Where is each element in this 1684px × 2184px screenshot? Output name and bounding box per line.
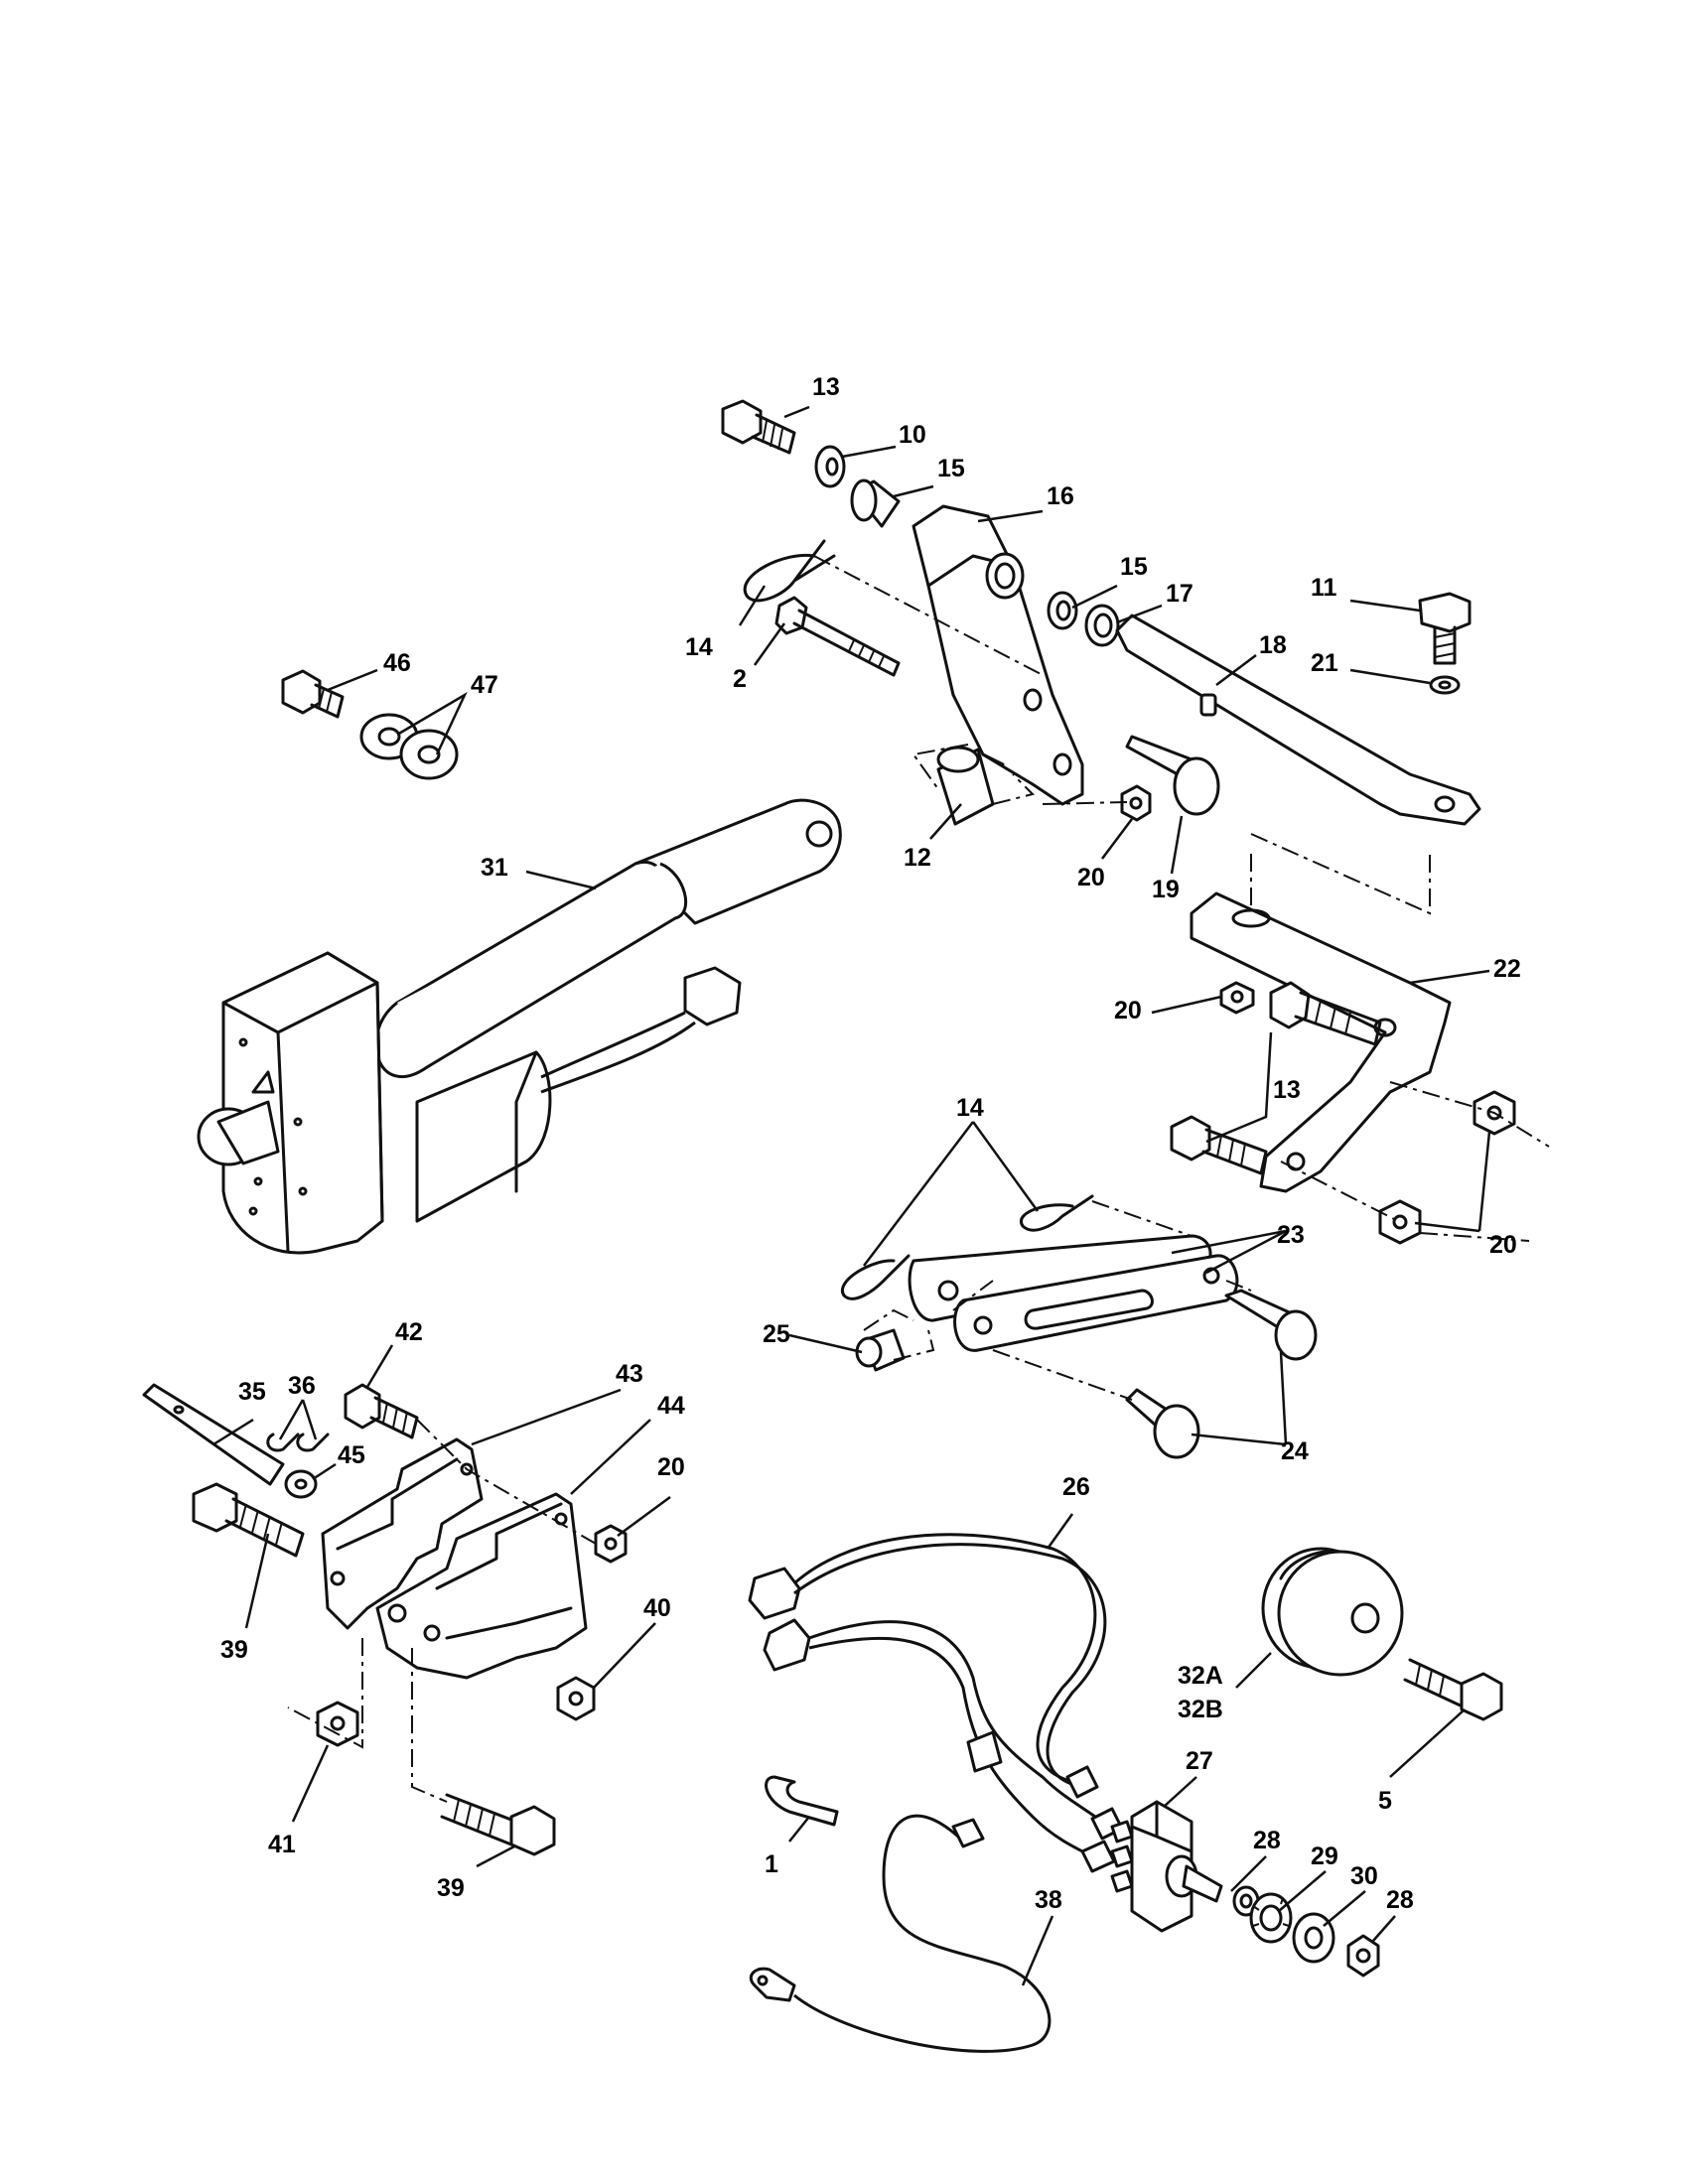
- callout-25: 25: [763, 1320, 790, 1348]
- bracket-43: [321, 1437, 484, 1630]
- bracket-44: [375, 1492, 588, 1680]
- callout-5: 5: [1378, 1787, 1392, 1815]
- callout-27: 27: [1186, 1747, 1213, 1775]
- arm-16: [912, 504, 1084, 806]
- spacer-25: [855, 1328, 906, 1372]
- washer-45: [284, 1469, 318, 1499]
- bolt-5: [1403, 1658, 1503, 1721]
- callout-41: 41: [268, 1831, 296, 1858]
- callout-11: 11: [1311, 574, 1337, 602]
- lock-washer-29: [1249, 1892, 1293, 1944]
- callout-20-b: 20: [1114, 997, 1142, 1024]
- washer-47-b: [399, 729, 459, 780]
- callout-47: 47: [471, 671, 498, 699]
- callout-39-top: 39: [220, 1636, 248, 1664]
- callout-19: 19: [1152, 876, 1180, 903]
- bolt-39-top: [192, 1482, 305, 1558]
- callout-38: 38: [1035, 1886, 1062, 1914]
- callout-12: 12: [904, 844, 931, 872]
- callout-28-a: 28: [1253, 1827, 1281, 1854]
- callout-2: 2: [733, 665, 747, 693]
- nut-20-d: [1378, 1199, 1422, 1245]
- bushing-15-right: [1047, 591, 1078, 630]
- callout-28-b: 28: [1386, 1886, 1414, 1914]
- washer-17: [1084, 604, 1120, 647]
- callout-1: 1: [765, 1850, 778, 1878]
- link-plate-23-front: [953, 1254, 1239, 1352]
- bolt-13-top: [721, 399, 796, 455]
- clip-14-left: [840, 1254, 911, 1300]
- callout-20-a: 20: [1077, 864, 1105, 891]
- callout-14-top: 14: [685, 633, 713, 661]
- clip-14-right: [1019, 1194, 1094, 1232]
- clip-1: [765, 1775, 839, 1827]
- callout-31: 31: [481, 854, 508, 882]
- callout-23: 23: [1277, 1221, 1305, 1249]
- bolt-11: [1418, 592, 1472, 665]
- callout-16: 16: [1047, 482, 1074, 510]
- toggle-switch-27: [1110, 1800, 1223, 1933]
- callout-36: 36: [288, 1372, 316, 1400]
- nut-41: [316, 1701, 359, 1747]
- callout-24: 24: [1281, 1437, 1309, 1465]
- callout-32b: 32B: [1178, 1696, 1223, 1723]
- bolt-46: [281, 669, 345, 719]
- callout-14-plates: 14: [956, 1094, 984, 1122]
- callout-40: 40: [643, 1594, 671, 1622]
- bolt-13-bracket: [1269, 981, 1382, 1046]
- callout-35: 35: [238, 1378, 266, 1406]
- callout-30: 30: [1350, 1862, 1378, 1890]
- mount-32: [1261, 1547, 1404, 1677]
- bracket-22: [1190, 891, 1452, 1193]
- nut-28-b: [1346, 1934, 1380, 1978]
- actuator-31: [197, 798, 842, 1255]
- bolt-2: [774, 596, 901, 677]
- nut-20-a: [1120, 784, 1152, 822]
- callout-46: 46: [383, 649, 411, 677]
- callout-42: 42: [395, 1318, 423, 1346]
- callout-10: 10: [899, 421, 926, 449]
- callout-22: 22: [1493, 955, 1521, 983]
- callout-18: 18: [1259, 631, 1287, 659]
- nut-40: [556, 1676, 596, 1721]
- pin-35: [142, 1383, 285, 1486]
- rod-18: [1115, 614, 1481, 826]
- callout-20-c: 20: [1489, 1231, 1517, 1259]
- bolt-39-bottom: [440, 1793, 556, 1856]
- ground-wire-38: [749, 1814, 1052, 2053]
- bolt-13-lower: [1170, 1115, 1268, 1175]
- washer-21: [1429, 675, 1461, 695]
- pin-24-upper: [1224, 1289, 1318, 1361]
- nut-20-e: [594, 1524, 628, 1564]
- clips-36: [266, 1433, 330, 1452]
- nut-20-b: [1219, 981, 1255, 1015]
- callout-15-right: 15: [1120, 553, 1148, 581]
- clip-14-top: [743, 539, 836, 603]
- callout-17: 17: [1166, 580, 1193, 608]
- spacer-12: [936, 746, 995, 826]
- washer-10: [814, 445, 846, 488]
- bushing-15-top: [850, 478, 901, 528]
- callout-13-top: 13: [812, 373, 840, 401]
- callout-15-top: 15: [937, 455, 965, 482]
- callout-45: 45: [338, 1441, 365, 1469]
- callout-44: 44: [657, 1392, 685, 1420]
- callout-39-bottom: 39: [437, 1874, 465, 1902]
- callout-26: 26: [1062, 1473, 1090, 1501]
- callout-29: 29: [1311, 1843, 1338, 1870]
- pin-19: [1125, 735, 1220, 816]
- callout-21: 21: [1311, 649, 1338, 677]
- callout-13-bracket: 13: [1273, 1076, 1301, 1104]
- callout-20-d: 20: [657, 1453, 685, 1481]
- callout-32a: 32A: [1178, 1662, 1223, 1690]
- pin-24-lower: [1125, 1388, 1200, 1459]
- bolt-42: [344, 1383, 419, 1439]
- callout-43: 43: [616, 1360, 643, 1388]
